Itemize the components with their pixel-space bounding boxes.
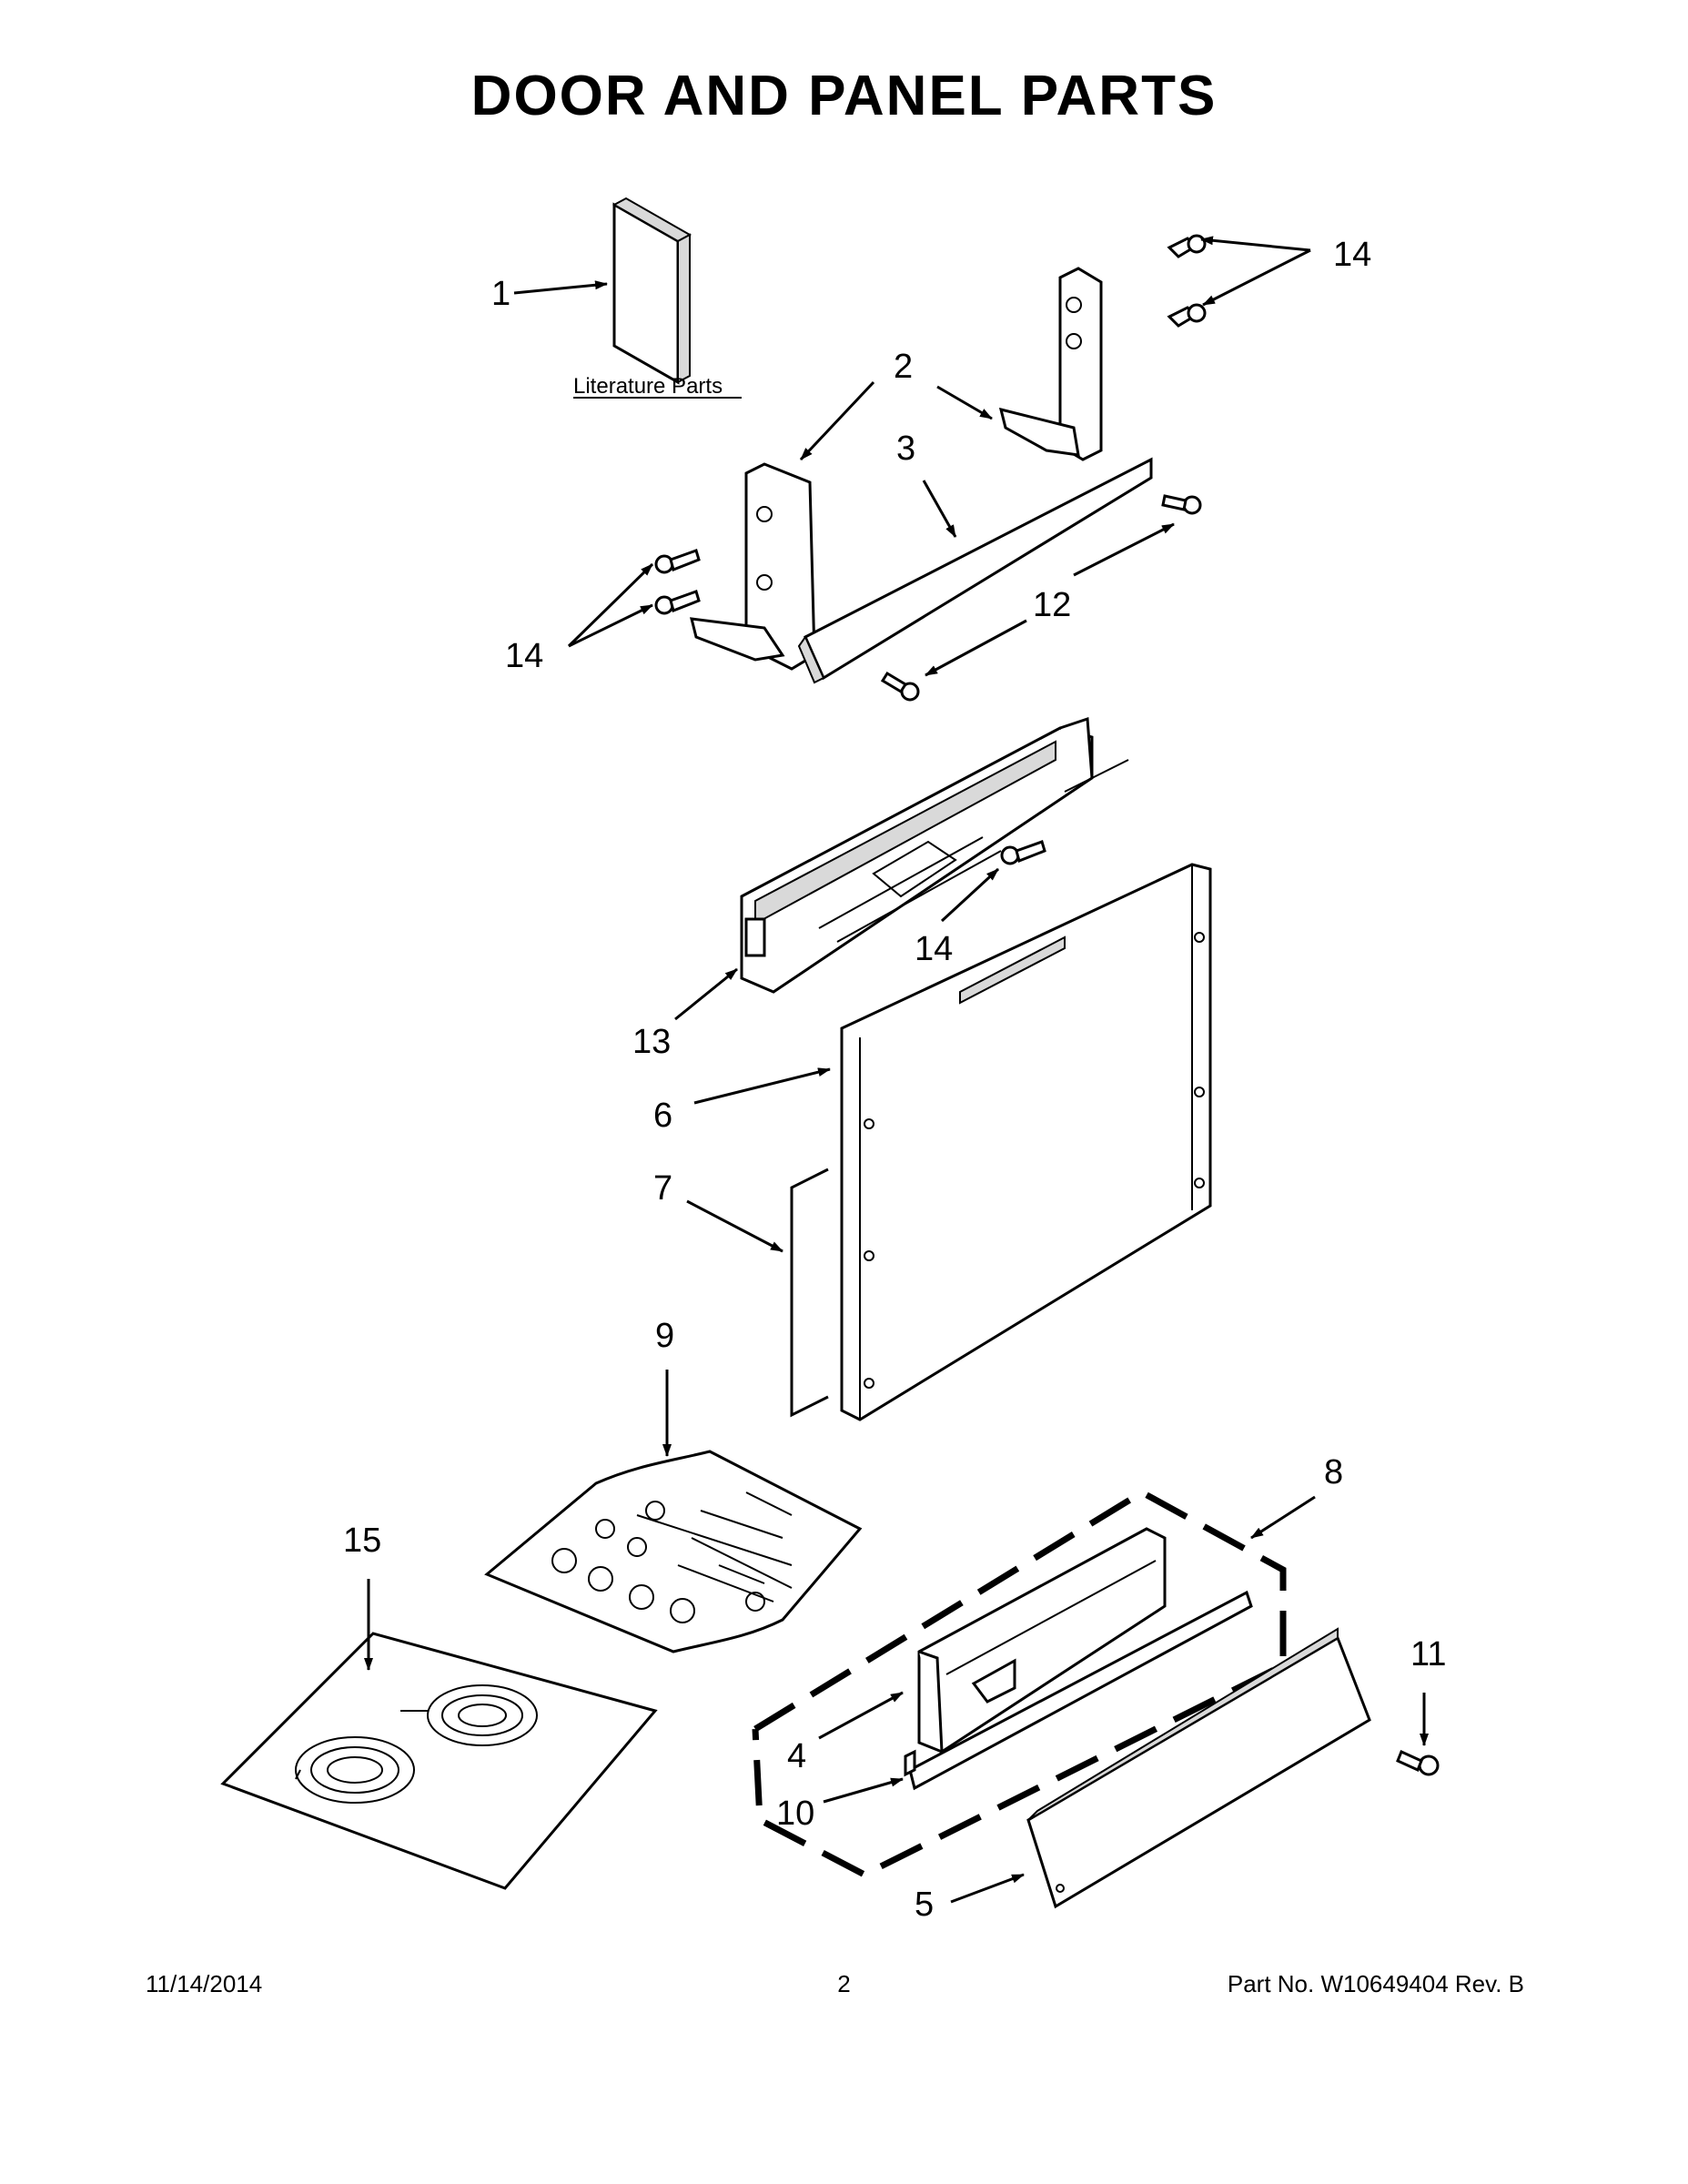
clip-strip-part xyxy=(904,1590,1253,1791)
kick-plate-part xyxy=(1026,1627,1371,1909)
callout-14-control: 14 xyxy=(915,930,953,968)
callout-6: 6 xyxy=(653,1097,672,1135)
callout-3: 3 xyxy=(896,430,915,468)
screw-11 xyxy=(1396,1749,1440,1776)
callout-1: 1 xyxy=(491,275,510,313)
wire-coil-bag-part xyxy=(220,1632,658,1890)
callout-13: 13 xyxy=(632,1023,671,1061)
callout-14-top: 14 xyxy=(1333,236,1371,274)
literature-booklet-part xyxy=(612,197,692,385)
door-rail-part xyxy=(797,457,1153,684)
callout-4: 4 xyxy=(787,1737,806,1775)
callout-12: 12 xyxy=(1033,586,1071,624)
callout-2: 2 xyxy=(894,348,913,386)
footer-date: 11/14/2014 xyxy=(146,1970,263,1997)
control-assembly-part xyxy=(740,716,1129,994)
toe-panel-part xyxy=(917,1527,1167,1754)
right-mounting-bracket xyxy=(998,267,1103,461)
callout-14-left: 14 xyxy=(505,637,543,675)
callout-15: 15 xyxy=(343,1522,381,1560)
page-title: DOOR AND PANEL PARTS xyxy=(470,65,1218,127)
screw-14-control xyxy=(1000,840,1046,865)
callout-11: 11 xyxy=(1410,1635,1446,1673)
hardware-bag-part xyxy=(484,1450,863,1653)
literature-parts-label: Literature Parts xyxy=(573,374,723,399)
screw-14-top-1 xyxy=(1167,234,1207,258)
left-mounting-bracket xyxy=(690,462,816,671)
callout-5: 5 xyxy=(915,1886,934,1924)
callout-9: 9 xyxy=(655,1317,674,1355)
callout-10: 10 xyxy=(776,1795,814,1833)
door-panel-part xyxy=(840,863,1212,1421)
screw-14-top-2 xyxy=(1167,303,1207,328)
screw-12-right xyxy=(1161,494,1202,515)
screw-12-left xyxy=(880,671,920,702)
callout-8: 8 xyxy=(1324,1453,1343,1491)
footer-part-number: Part No. W10649404 Rev. B xyxy=(1227,1970,1524,1997)
callout-arrows xyxy=(364,236,1429,1904)
callout-7: 7 xyxy=(653,1169,672,1208)
screw-14-left-2 xyxy=(654,590,701,615)
footer-page-number: 2 xyxy=(837,1970,851,1997)
door-gasket-part xyxy=(790,1168,829,1418)
screw-14-left-1 xyxy=(654,549,701,574)
